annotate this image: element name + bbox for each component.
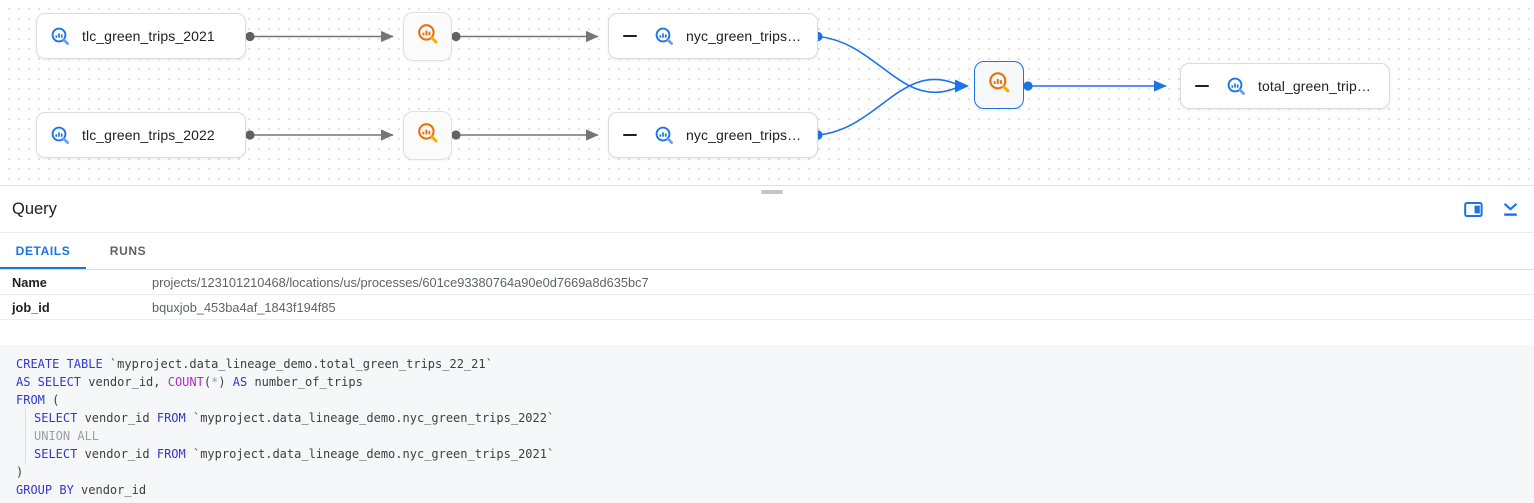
detail-value: bquxjob_453ba4af_1843f194f85 (152, 299, 336, 315)
node-label: tlc_green_trips_2022 (82, 127, 215, 143)
node-label: nyc_green_trips… (686, 28, 802, 44)
collapse-node-icon[interactable] (1194, 78, 1209, 94)
detail-row-name: Name projects/123101210468/locations/us/… (0, 270, 1534, 295)
bigquery-job-icon (416, 22, 440, 51)
process-node-query-1[interactable] (403, 12, 452, 61)
panel-tabs: DETAILS RUNS (0, 233, 1534, 270)
bigquery-job-icon (987, 70, 1012, 100)
table-node-nyc-green-trips-bottom[interactable]: nyc_green_trips… (608, 112, 818, 158)
detail-label: Name (12, 274, 47, 290)
panel-resize-handle[interactable] (761, 190, 783, 194)
bigquery-table-icon (654, 26, 675, 47)
table-node-nyc-green-trips-top[interactable]: nyc_green_trips… (608, 13, 818, 59)
node-label: tlc_green_trips_2021 (82, 28, 215, 44)
detail-row-job-id: job_id bquxjob_453ba4af_1843f194f85 (0, 295, 1534, 320)
node-label: nyc_green_trips… (686, 127, 802, 143)
panel-header: Query (0, 186, 1534, 233)
detail-label: job_id (12, 299, 50, 315)
tab-runs[interactable]: RUNS (109, 244, 147, 258)
sql-code: CREATE TABLE `myproject.data_lineage_dem… (0, 345, 1534, 503)
table-node-tlc-green-trips-2022[interactable]: tlc_green_trips_2022 (36, 112, 246, 158)
bigquery-table-icon (50, 26, 71, 47)
bigquery-table-icon (654, 125, 675, 146)
process-node-query-2[interactable] (403, 111, 452, 160)
process-node-query-selected[interactable] (974, 61, 1024, 109)
table-node-tlc-green-trips-2021[interactable]: tlc_green_trips_2021 (36, 13, 246, 59)
collapse-node-icon[interactable] (622, 28, 637, 44)
detail-value: projects/123101210468/locations/us/proce… (152, 274, 649, 290)
panel-title: Query (12, 199, 57, 218)
collapse-node-icon[interactable] (622, 127, 637, 143)
bigquery-table-icon (1226, 76, 1247, 97)
bigquery-job-icon (416, 121, 440, 150)
lineage-graph[interactable]: tlc_green_trips_2021 tlc_green_trips_202… (0, 0, 1534, 186)
node-label: total_green_trip… (1258, 78, 1371, 94)
tab-details[interactable]: DETAILS (0, 233, 86, 269)
collapse-panel-icon[interactable] (1502, 202, 1519, 217)
table-node-total-green-trips[interactable]: total_green_trip… (1180, 63, 1390, 109)
dock-side-icon[interactable] (1464, 201, 1483, 218)
query-details-panel: Query DETAILS RUNS (0, 186, 1534, 503)
bigquery-table-icon (50, 125, 71, 146)
